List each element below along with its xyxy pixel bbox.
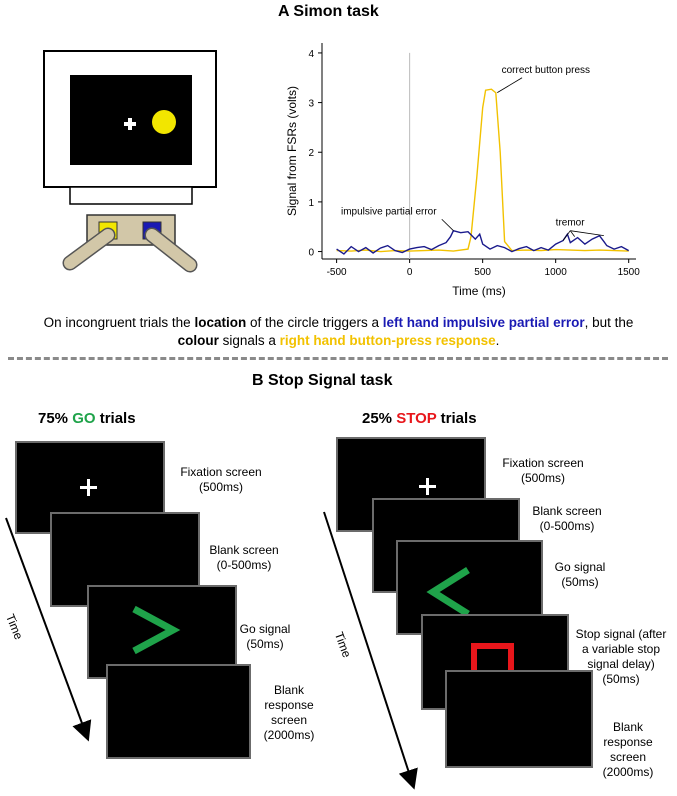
x-axis-label: Time (ms)	[452, 284, 506, 298]
go-step-2-label: Blank screen(0-500ms)	[199, 543, 289, 573]
stop-response-screen	[445, 670, 593, 768]
leader-correct	[497, 77, 523, 93]
yellow-circle	[152, 110, 176, 134]
panel-a-title: A Simon task	[278, 3, 379, 20]
go-step-2-l1: Blank screen	[209, 543, 279, 557]
go-step-4-l3: screen	[270, 713, 308, 727]
go-step-2-l2: (0-500ms)	[216, 558, 272, 572]
stop-heading-pre: 25%	[362, 410, 397, 427]
y-tick-label: 2	[308, 148, 314, 159]
stop-step-2-label: Blank screen(0-500ms)	[522, 504, 612, 534]
stop-step-1-label: Fixation screen(500ms)	[488, 456, 598, 486]
stop-step-5-l3: screen	[609, 750, 647, 764]
stop-heading-post: trials	[436, 410, 477, 427]
caption-location: location	[194, 315, 247, 330]
go-heading-post: trials	[95, 410, 136, 427]
stop-step-5-l4: (2000ms)	[602, 765, 654, 779]
left-hand-icon	[62, 227, 116, 271]
go-step-1-l2: (500ms)	[198, 480, 243, 494]
stop-step-4-l1: Stop signal (after	[575, 627, 667, 641]
stop-step-2-l2: (0-500ms)	[539, 519, 595, 533]
go-step-1-l1: Fixation screen	[180, 465, 262, 479]
annotation-correct: correct button press	[502, 65, 590, 76]
caption-right-hand: right hand button-press response	[279, 333, 496, 348]
y-tick-label: 4	[308, 49, 314, 60]
go-step-4-l1: Blank	[273, 683, 305, 697]
go-response-screen	[106, 664, 251, 759]
series-line-0	[336, 88, 629, 253]
go-trials-heading: 75% GO trials	[38, 410, 136, 427]
go-heading-key: GO	[72, 410, 96, 427]
annotation-impulsive: impulsive partial error	[341, 206, 437, 217]
x-tick-label: 1000	[545, 267, 568, 278]
stop-step-3-l2: (50ms)	[561, 575, 599, 589]
go-arrow-right-icon	[132, 605, 181, 655]
chart-axes	[321, 43, 636, 260]
chart-series	[336, 88, 630, 255]
y-tick-label: 0	[308, 248, 314, 259]
stop-time-arrow	[323, 511, 418, 790]
y-tick-label: 1	[308, 198, 314, 209]
stop-step-2-l1: Blank screen	[532, 504, 602, 518]
right-hand-icon	[144, 227, 198, 273]
caption-colour: colour	[177, 333, 219, 348]
annotation-tremor: tremor	[556, 218, 586, 229]
caption-text-3: , but the	[584, 315, 634, 330]
x-tick-label: 500	[474, 267, 491, 278]
caption-text-4: signals a	[218, 333, 280, 348]
annotation-leaders	[441, 77, 604, 241]
stop-step-4-l2: a variable stop	[581, 642, 661, 656]
stop-heading-key: STOP	[396, 410, 437, 427]
simon-signal-chart: -500 0 500 1000 1500 0 1 2 3 4 Time (ms) Signal f…	[285, 43, 640, 298]
caption-text-1: On incongruent trials the	[43, 315, 195, 330]
go-signal-screen	[87, 585, 237, 679]
go-step-3-l1: Go signal	[239, 622, 291, 636]
leader-tremor-2	[570, 230, 604, 237]
stop-step-5-l2: response	[603, 735, 653, 749]
fixation-cross-icon	[419, 478, 436, 495]
go-step-3-label: Go signal(50ms)	[229, 622, 301, 652]
stop-trials-heading: 25% STOP trials	[362, 410, 477, 427]
caption-text-5: .	[495, 333, 500, 348]
stop-step-3-l1: Go signal	[554, 560, 606, 574]
go-time-arrow	[5, 517, 92, 742]
panel-b-title: B Stop Signal task	[252, 372, 393, 389]
fixation-cross-icon	[80, 479, 97, 496]
go-step-1-label: Fixation screen(500ms)	[166, 465, 276, 495]
x-tick-label: 0	[407, 267, 413, 278]
go-step-4-l2: response	[264, 698, 314, 712]
time-arrow-line	[323, 511, 418, 790]
monitor-stand	[69, 186, 193, 205]
leader-tremor-0	[562, 230, 571, 241]
stop-step-5-l1: Blank	[612, 720, 644, 734]
stop-step-1-l1: Fixation screen	[502, 456, 584, 470]
stop-step-3-label: Go signal(50ms)	[540, 560, 620, 590]
fixation-cross-v	[128, 118, 132, 130]
stop-step-4-l4: (50ms)	[602, 672, 640, 686]
y-axis-label: Signal from FSRs (volts)	[285, 86, 299, 216]
y-tick-label: 3	[308, 99, 314, 110]
chart-ticks: -500 0 500 1000 1500 0 1 2 3 4	[308, 49, 640, 278]
go-arrow-left-icon	[426, 567, 470, 617]
time-arrow-line	[5, 517, 92, 742]
leader-tremor-1	[569, 230, 575, 237]
caption-left-hand: left hand impulsive partial error	[382, 315, 585, 330]
caption-text-2: of the circle triggers a	[246, 315, 383, 330]
section-divider	[8, 357, 668, 360]
x-tick-label: 1500	[618, 267, 641, 278]
go-heading-pre: 75%	[38, 410, 73, 427]
monitor-illustration	[43, 50, 217, 273]
go-step-3-l2: (50ms)	[246, 637, 284, 651]
x-tick-label: -500	[327, 267, 347, 278]
stop-step-1-l2: (500ms)	[520, 471, 565, 485]
stop-step-4-l3: signal delay)	[587, 657, 655, 671]
simon-caption: On incongruent trials the location of th…	[0, 314, 677, 350]
series-line-1	[336, 229, 630, 255]
go-step-4-l4: (2000ms)	[263, 728, 315, 742]
leader-impulsive	[441, 218, 454, 231]
